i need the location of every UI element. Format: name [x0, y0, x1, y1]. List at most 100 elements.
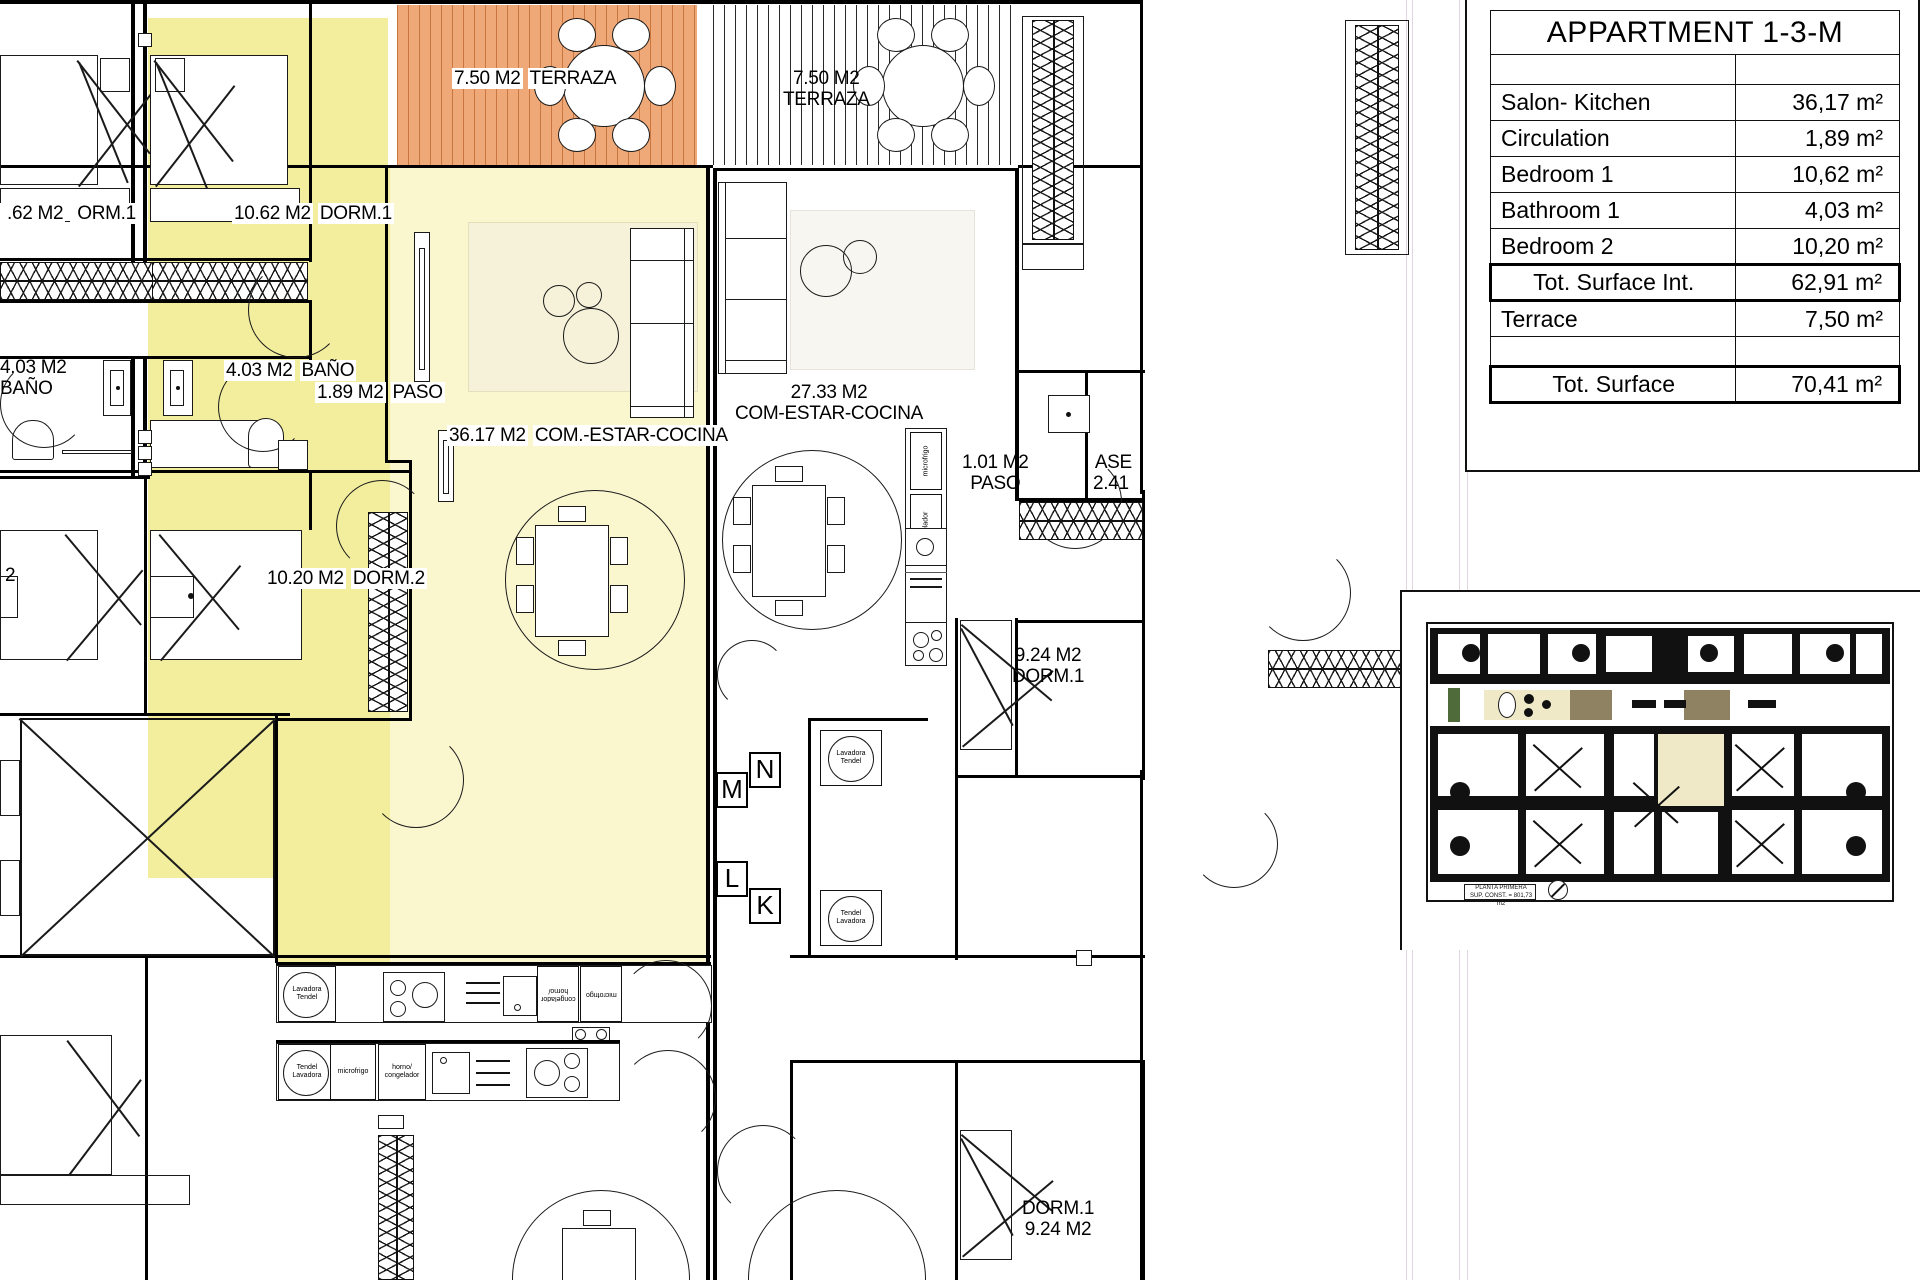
- kp-planter: [1524, 694, 1534, 704]
- sink-drainer-line: [476, 1060, 510, 1062]
- kp-stair: [1448, 688, 1460, 722]
- stair-outline: [1345, 20, 1409, 255]
- dining-table-right: [752, 485, 826, 597]
- room-area: 10.20 M2: [265, 568, 346, 589]
- kp-unit-cell: [1802, 810, 1882, 874]
- grid-marker-n[interactable]: N: [749, 752, 781, 788]
- terrace-chair: [612, 18, 650, 52]
- wall: [309, 470, 312, 530]
- appliance-line-1: microfrigo: [585, 991, 617, 998]
- side-table-unit-2: [576, 282, 602, 308]
- bath-fixture: [278, 440, 308, 470]
- key-plan-panel: PLANTA PRIMERA SUP. CONST. = 801,73 m2: [1400, 590, 1920, 950]
- hob-burner: [913, 632, 929, 648]
- appliance-horno-bottom: horno/ congelador: [378, 1044, 426, 1100]
- wall: [0, 476, 150, 479]
- shaft-room: [20, 718, 275, 956]
- stair-line: [1377, 25, 1379, 250]
- sink-inner: [170, 370, 184, 406]
- sink-drainer-line: [466, 982, 500, 984]
- schedule-row-total-interior: Tot. Surface Int. 62,91 m²: [1488, 263, 1901, 302]
- schedule-total-value: 70,41 m²: [1735, 365, 1901, 404]
- schedule-row-name: Bathroom 1: [1489, 192, 1737, 229]
- schedule-body: APPARTMENT 1-3-M Salon- Kitchen 36,17 m²…: [1488, 10, 1901, 404]
- shower-inner: [110, 370, 124, 406]
- kp-unit-cell: [1488, 634, 1540, 674]
- schedule-row: Bedroom 2 10,20 m²: [1489, 228, 1900, 265]
- appliance-line-1: horno/: [392, 1064, 412, 1071]
- dining-chair: [610, 585, 628, 613]
- sofa-arm: [725, 360, 787, 374]
- door-arc: [620, 960, 712, 1052]
- terrace-chair: [853, 66, 885, 106]
- kp-core-dot: [1700, 644, 1718, 662]
- drain-dot: [116, 386, 120, 390]
- hob-burner: [913, 650, 924, 661]
- room-area: 4.03 M2: [224, 360, 295, 381]
- wall: [808, 718, 928, 721]
- wall: [0, 955, 278, 958]
- dining-chair: [775, 466, 803, 482]
- wall: [144, 476, 147, 716]
- wardrobe-mullion: [388, 512, 390, 712]
- wall: [143, 356, 147, 476]
- wall: [808, 718, 811, 958]
- grid-marker-l[interactable]: L: [716, 861, 748, 897]
- shaft-opening: [0, 760, 20, 816]
- sofa-cushion: [725, 238, 787, 300]
- dining-chair: [516, 585, 534, 613]
- kp-core-dot: [1462, 644, 1480, 662]
- wall: [955, 775, 958, 960]
- room-area: 1.89 M2: [315, 382, 386, 403]
- door-arc: [717, 640, 787, 710]
- spacer-cell: [1735, 54, 1900, 85]
- dining-chair: [583, 1210, 611, 1226]
- riser-box: [1076, 950, 1092, 966]
- dining-chair: [610, 537, 628, 565]
- sofa-back: [684, 228, 694, 418]
- grid-marker-k[interactable]: K: [749, 888, 781, 924]
- hob-burner: [931, 630, 942, 641]
- door-arc: [1190, 800, 1278, 888]
- landing: [1022, 244, 1084, 270]
- door-arc: [0, 360, 88, 448]
- wall: [385, 168, 388, 463]
- room-name: ASE: [1094, 452, 1137, 473]
- sink-drainer-line: [466, 1002, 500, 1004]
- terrace-table-right: [882, 45, 964, 127]
- appliance-a: congelador horno/: [537, 966, 579, 1022]
- wall: [409, 460, 412, 720]
- room-area: .62 M2: [0, 203, 66, 224]
- schedule-row-name: Tot. Surface Int.: [1488, 263, 1737, 302]
- kp-unit-cell: [1614, 812, 1654, 874]
- room-name: COM.-ESTAR-COCINA: [532, 425, 730, 446]
- shower-left: [103, 360, 131, 416]
- grid-marker-m[interactable]: M: [716, 772, 748, 808]
- room-label-salon-right: 27.33 M2 COM-ESTAR-COCINA: [735, 382, 923, 424]
- drain-dot: [176, 386, 180, 390]
- door-arc: [218, 362, 308, 452]
- schedule-row-name: Terrace: [1489, 300, 1737, 337]
- counter-edge: [905, 572, 947, 573]
- nightstand-dot: [188, 593, 194, 599]
- dining-chair: [733, 497, 751, 525]
- kp-unit-cell: [1662, 812, 1718, 874]
- window-mullion: [1019, 520, 1143, 522]
- wall: [150, 356, 312, 359]
- kp-tree: [1570, 690, 1612, 720]
- schedule-row: Terrace 7,50 m²: [1489, 300, 1900, 337]
- bed-left-a: [0, 55, 98, 185]
- nightstand: [155, 58, 185, 92]
- room-area: 4.03 M2: [0, 357, 67, 378]
- schedule-row: Bedroom 1 10,62 m²: [1489, 156, 1900, 193]
- room-label-dorm1-left: .62 M2 ORM.1: [0, 203, 138, 224]
- wall: [955, 1063, 958, 1280]
- wall: [1018, 165, 1140, 168]
- room-area: 2: [0, 565, 16, 586]
- wall: [143, 0, 147, 262]
- washer-drum: [828, 896, 874, 942]
- room-label-terraza-right: 7.50 M2 TERRAZA: [783, 68, 870, 110]
- door-arc: [620, 1050, 716, 1146]
- wall: [276, 962, 711, 965]
- schedule-row-value: 10,62 m²: [1735, 156, 1900, 193]
